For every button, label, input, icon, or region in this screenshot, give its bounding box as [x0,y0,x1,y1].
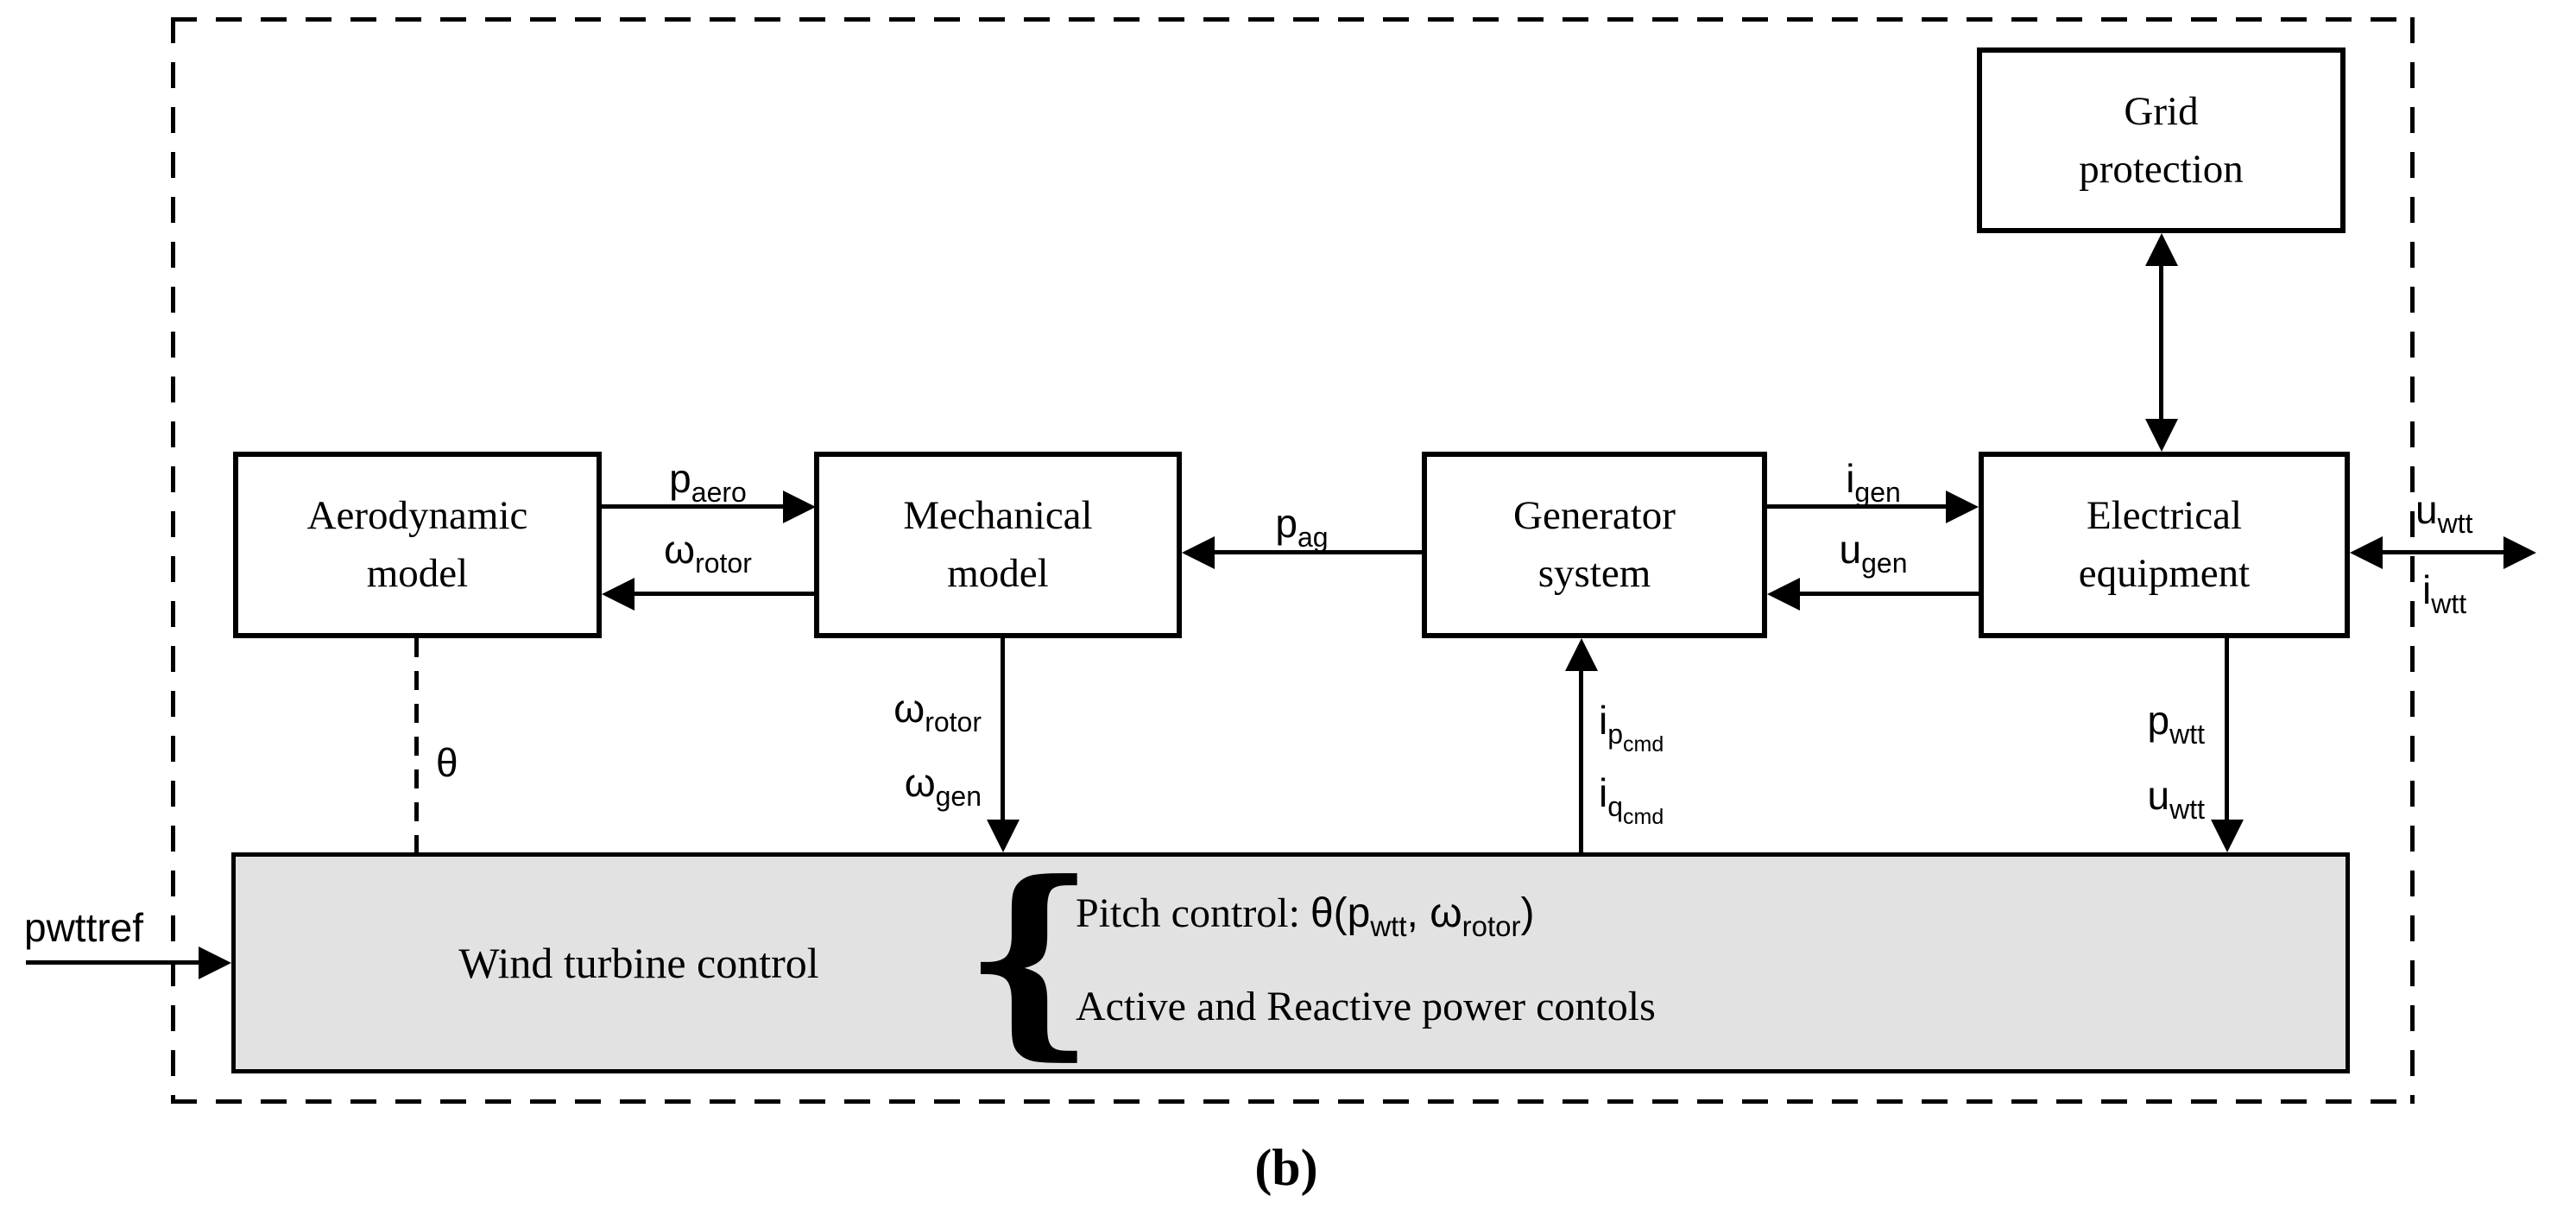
arrow-omega-rotor-line [635,592,814,596]
grid-protection-label-line2: protection [2079,146,2244,192]
grid-protection-block: Grid protection [1977,47,2346,233]
arrow-i-gen-line [1767,504,1946,509]
grid-protection-label-line1: Grid [2124,88,2199,134]
arrowhead-down-icon [987,820,1020,852]
generator-system-block: Generator system [1422,452,1767,638]
arrow-u-gen-line [1800,592,1979,596]
arrowhead-right-icon [1946,491,1979,523]
generator-system-label-line1: Generator [1513,493,1676,539]
theta-dashed-line [414,638,419,852]
arrowhead-left-icon [1767,578,1800,611]
aerodynamic-model-block: Aerodynamic model [233,452,602,638]
control-brace: { [963,838,1096,1079]
generator-system-label-line2: system [1537,551,1651,596]
omega-rotor-feedback-label: ωrotor [893,686,982,738]
pwttref-label: pwttref [24,905,144,950]
i-q-cmd-label: iqcmd [1599,770,1664,829]
u-gen-label: ugen [1839,527,1908,579]
arrowhead-right-icon [199,947,231,979]
power-control-line: Active and Reactive power contols [1076,984,1656,1029]
system-boundary-top [171,17,2415,22]
arrow-pwttref-line [26,960,199,965]
theta-label: θ [436,740,458,785]
wind-turbine-control-title: Wind turbine control [458,939,819,987]
arrow-grid-electrical-line [2159,266,2163,419]
u-wtt-interface-label: uwtt [2415,487,2473,539]
omega-rotor-label: ωrotor [664,527,752,579]
aerodynamic-model-label-line2: model [366,551,469,596]
system-boundary-bottom [171,1099,2415,1104]
system-boundary-left [171,17,175,1104]
arrowhead-left-icon [2350,536,2383,569]
wind-turbine-control-block [231,852,2350,1073]
p-wtt-feedback-label: pwtt [2147,698,2205,750]
omega-gen-feedback-label: ωgen [904,760,982,812]
arrow-omega-to-control-line [1001,638,1005,820]
p-aero-label: paero [669,456,747,508]
arrowhead-right-icon [783,491,816,523]
mechanical-model-label-line1: Mechanical [903,493,1093,539]
figure-caption: (b) [1254,1139,1318,1196]
arrow-grid-interface-line [2383,550,2503,554]
i-gen-label: igen [1846,456,1901,508]
arrowhead-right-icon [2503,536,2536,569]
arrowhead-left-icon [602,578,635,611]
system-boundary-right [2410,17,2415,1104]
mechanical-model-label-line2: model [947,551,1049,596]
arrow-p-aero-line [602,504,783,509]
aerodynamic-model-label-line1: Aerodynamic [306,493,528,539]
arrowhead-up-icon [2145,233,2178,266]
arrowhead-left-icon [1182,536,1215,569]
electrical-equipment-block: Electrical equipment [1979,452,2350,638]
arrowhead-down-icon [2211,820,2244,852]
electrical-equipment-label-line2: equipment [2078,551,2251,596]
i-p-cmd-label: ipcmd [1599,698,1664,757]
i-wtt-interface-label: iwtt [2422,567,2467,619]
u-wtt-feedback-label: uwtt [2147,773,2205,825]
mechanical-model-block: Mechanical model [814,452,1182,638]
arrowhead-down-icon [2145,419,2178,452]
electrical-equipment-label-line1: Electrical [2086,493,2243,539]
arrowhead-up-icon [1565,638,1598,671]
p-ag-label: pag [1275,501,1329,553]
arrow-wtt-to-control-line [2225,638,2229,820]
arrow-cmd-to-generator-line [1579,671,1583,852]
pitch-control-line: Pitch control: θ(pwtt, ωrotor) [1076,890,1535,942]
arrow-p-ag-line [1215,550,1422,554]
